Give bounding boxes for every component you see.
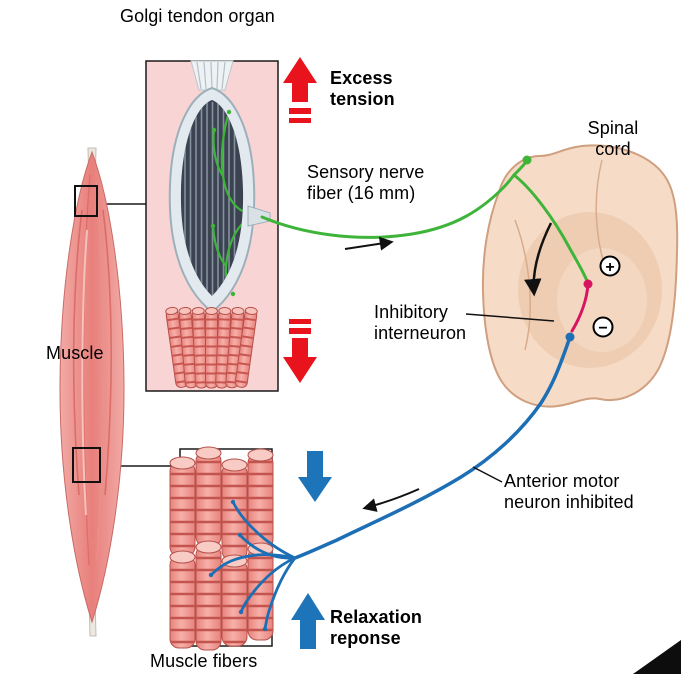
- golgi-tendon-organ-illustration: [165, 60, 271, 389]
- muscle-illustration: [59, 147, 125, 637]
- inhibitory-pointer-line: [465, 313, 555, 322]
- anterior-pointer-line: [472, 466, 503, 483]
- excess-tension-up-arrow-icon: [283, 57, 317, 123]
- plus-icon: +: [605, 259, 614, 276]
- motor-nerve-branches: [209, 500, 297, 631]
- label-sensory-nerve-fiber: Sensory nerve fiber (16 mm): [307, 162, 425, 203]
- label-muscle: Muscle: [46, 343, 104, 363]
- muscle-inset-box-top: [74, 185, 98, 217]
- label-muscle-fibers: Muscle fibers: [150, 651, 258, 671]
- label-inhibitory-interneuron: Inhibitory interneuron: [374, 302, 467, 343]
- sensory-terminal-dot: [522, 155, 532, 165]
- relaxation-up-arrow-icon: [291, 593, 325, 649]
- sensory-direction-arrow: [344, 236, 394, 251]
- label-spinal-cord: Spinal cord: [587, 118, 639, 159]
- label-anterior-motor-neuron: Anterior motor neuron inhibited: [504, 471, 634, 512]
- inhibitory-synapse-symbol: −: [592, 316, 614, 338]
- minus-icon: −: [598, 320, 607, 337]
- motor-neuron-path: [293, 335, 572, 560]
- label-relaxation-response: Relaxation reponse: [330, 607, 423, 648]
- signal-direction-arrow-cord: [524, 222, 553, 297]
- relaxation-down-arrow-icon: [298, 451, 332, 502]
- tension-down-arrow-icon: [283, 319, 317, 383]
- organ-muscle-fibers: [165, 306, 258, 389]
- excitatory-synapse-symbol: +: [599, 255, 621, 277]
- spinal-cord-section: [481, 144, 679, 408]
- label-excess-tension: Excess tension: [330, 68, 395, 109]
- inhibitory-interneuron-path: [570, 282, 590, 333]
- motor-direction-arrow: [362, 488, 420, 512]
- muscle-inset-box-bottom: [72, 447, 101, 483]
- page-corner-icon: [633, 640, 681, 674]
- label-golgi-tendon-organ: Golgi tendon organ: [120, 6, 275, 26]
